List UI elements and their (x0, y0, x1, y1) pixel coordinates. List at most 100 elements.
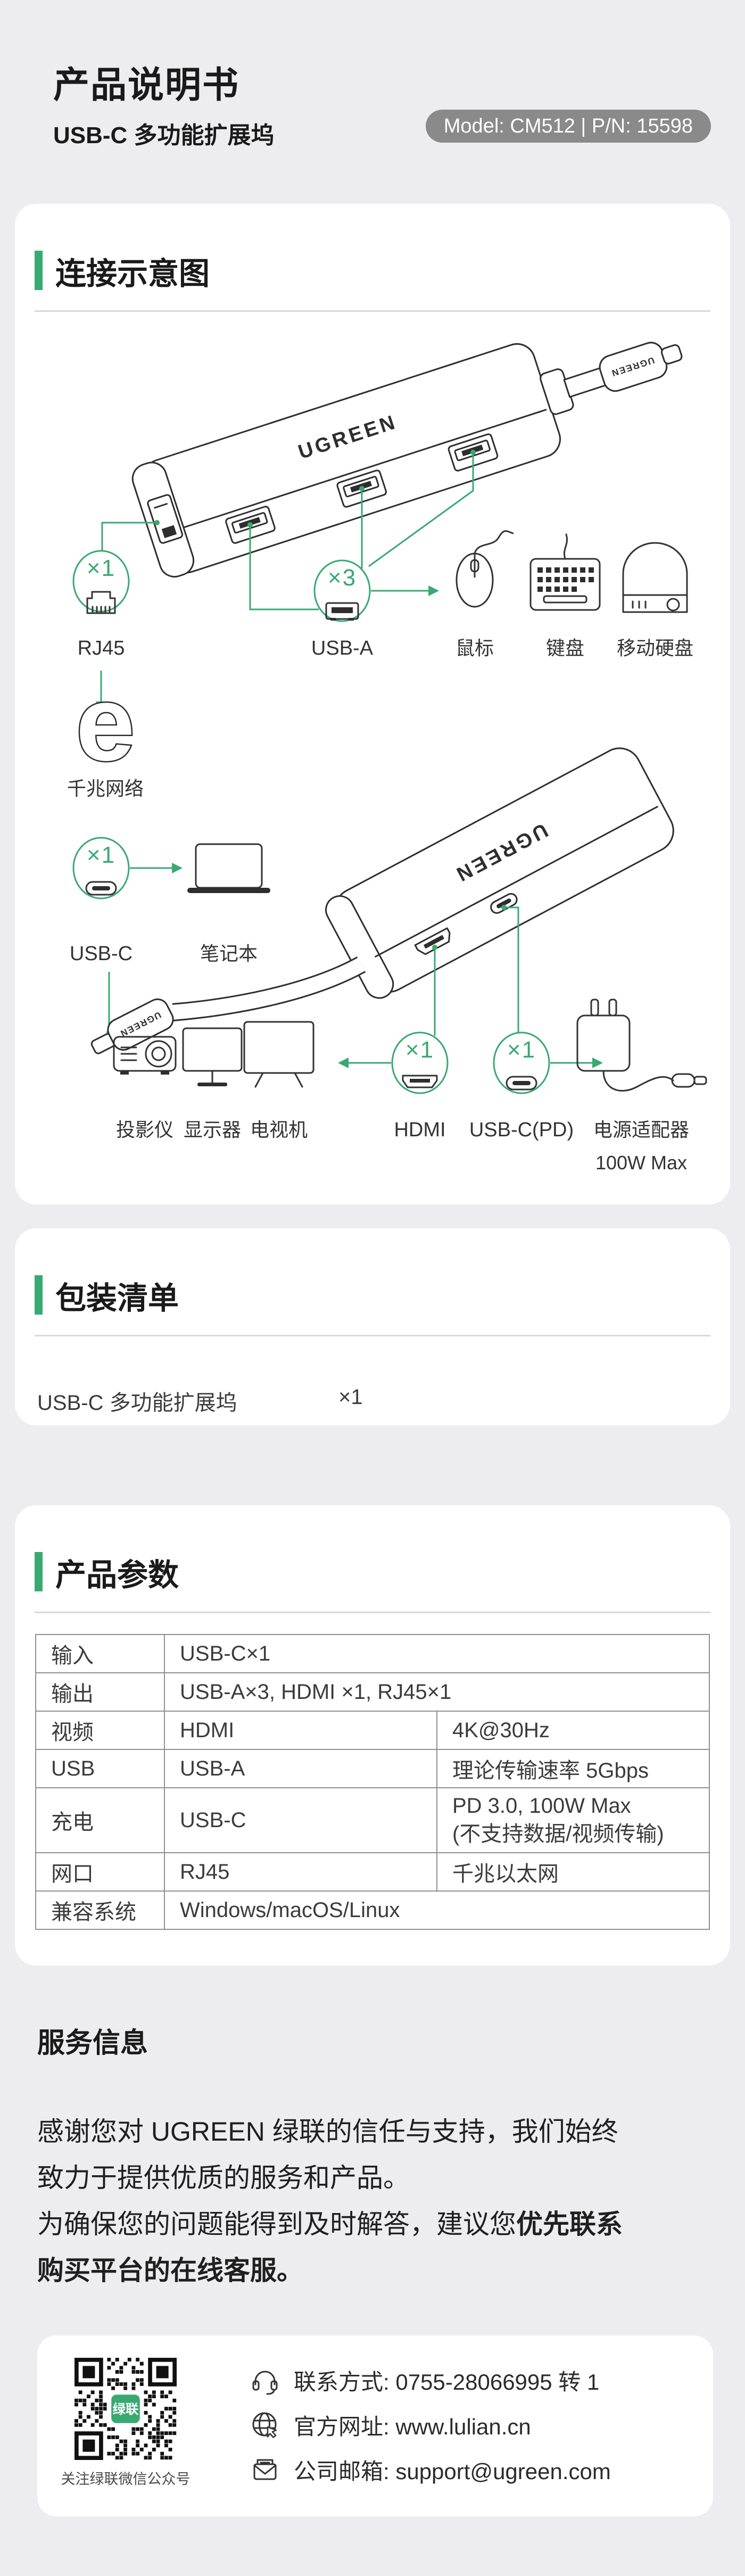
ethernet-icon: e (76, 664, 135, 783)
usb-a-icon (325, 602, 359, 621)
divider (35, 1335, 710, 1336)
monitor-icon (182, 1027, 243, 1086)
hub-device-illustration-2: UGREEN (325, 747, 674, 999)
section-connection-diagram: 连接示意图 UGREEN (15, 204, 730, 1204)
hdd-label: 移动硬盘 (617, 637, 693, 659)
hub-device-illustration: UGREEN (131, 342, 683, 578)
table-row: 视频 HDMI 4K@30Hz (35, 1711, 710, 1750)
spec-value-line2: (不支持数据/视频传输) (452, 1822, 664, 1846)
contact-text: 官方网址: www.lulian.cn (294, 2414, 531, 2439)
spec-port: RJ45 (164, 1852, 437, 1892)
usb-c-plug-2: UGREEN (90, 998, 174, 1054)
hub2-end-cap (325, 895, 394, 999)
spec-table: 输入 USB-C×1 输出 USB-A×3, HDMI ×1, RJ45×1 视… (35, 1634, 710, 1930)
table-row: 输出 USB-A×3, HDMI ×1, RJ45×1 (35, 1672, 710, 1712)
service-paragraph: 感谢您对 UGREEN 绿联的信任与支持，我们始终 致力于提供优质的服务和产品。… (37, 2109, 729, 2294)
usb-c-plug-tip (661, 344, 683, 365)
adapter-label: 电源适配器 (593, 1119, 689, 1141)
spec-label: 视频 (35, 1711, 165, 1750)
rj45-count: ×1 (87, 555, 115, 581)
contact-list: 联系方式: 0755-28066995 转 1 官方网址: www.lulian… (250, 2365, 611, 2499)
hdd-icon (622, 542, 688, 613)
hdmi-label: HDMI (394, 1119, 445, 1141)
spec-port: USB-C (164, 1787, 437, 1853)
usbc-count: ×1 (87, 842, 115, 868)
monitor-label: 显示器 (184, 1119, 241, 1141)
model-badge: Model: CM512 | P/N: 15598 (425, 110, 711, 143)
divider (35, 1612, 710, 1613)
service-line: 致力于提供优质的服务和产品。 (37, 2155, 729, 2201)
spec-port: HDMI (164, 1711, 437, 1750)
power-adapter-icon (576, 998, 707, 1092)
spec-value: Windows/macOS/Linux (164, 1890, 710, 1930)
packing-item: USB-C 多功能扩展坞 (37, 1391, 237, 1415)
keyboard-label: 键盘 (546, 637, 584, 659)
contact-row-phone: 联系方式: 0755-28066995 转 1 (250, 2365, 611, 2395)
ethernet-label: 千兆网络 (67, 778, 144, 799)
tv-label: 电视机 (250, 1119, 308, 1141)
service-text: 为确保您的问题能得到及时解答，建议您 (37, 2209, 516, 2239)
globe-icon (252, 2412, 277, 2438)
usbc-label: USB-C (70, 943, 133, 965)
laptop-label: 笔记本 (200, 943, 258, 964)
qr-modules (74, 2358, 177, 2460)
usb-c-icon (85, 881, 117, 896)
packing-row: USB-C 多功能扩展坞 ×1 (37, 1385, 708, 1416)
spec-port: USB-A (164, 1749, 437, 1788)
spec-label: 输入 (35, 1634, 165, 1673)
projector-label: 投影仪 (116, 1119, 173, 1141)
service-title: 服务信息 (37, 2028, 148, 2059)
section-packing-list: 包装清单 USB-C 多功能扩展坞 ×1 (15, 1228, 730, 1425)
connection-diagram: UGREEN (67, 342, 707, 1174)
pd-label: USB-C(PD) (469, 1119, 574, 1141)
hdmi-icon (402, 1075, 438, 1088)
mouse-icon (456, 530, 514, 608)
spec-label: 网口 (35, 1852, 165, 1892)
contact-row-website: 官方网址: www.lulian.cn (250, 2410, 611, 2440)
mail-icon (253, 2459, 277, 2480)
spec-label: USB (35, 1749, 165, 1788)
hdmi-count: ×1 (405, 1037, 434, 1063)
hdmi-port (414, 927, 451, 955)
section-product-specs: 产品参数 输入 USB-C×1 输出 USB-A×3, HDMI ×1, RJ4… (15, 1505, 730, 1966)
product-subtitle: USB-C 多功能扩展坞 (53, 122, 275, 148)
adapter-arrow-head (592, 1058, 603, 1068)
spec-value: USB-A×3, HDMI ×1, RJ45×1 (164, 1672, 710, 1712)
projector-icon (113, 1036, 177, 1075)
spec-value: 理论传输速率 5Gbps (436, 1749, 710, 1788)
mouse-label: 鼠标 (456, 637, 494, 659)
qr-caption: 关注绿联微信公众号 (61, 2471, 191, 2487)
usba-arrow-head (428, 585, 439, 596)
table-row: 充电 USB-C PD 3.0, 100W Max (不支持数据/视频传输) (35, 1787, 710, 1853)
service-text-bold: 优先联系 (516, 2209, 623, 2239)
tv-icon (243, 1021, 314, 1088)
table-row: 网口 RJ45 千兆以太网 (35, 1852, 710, 1892)
adapter-power-label: 100W Max (595, 1152, 687, 1174)
pd-line (504, 906, 519, 1034)
spec-value: 4K@30Hz (436, 1711, 710, 1750)
usb-c-pd-callout: ×1 USB-C(PD) (469, 1031, 574, 1141)
spec-label: 兼容系统 (35, 1890, 165, 1930)
rj45-icon (86, 591, 116, 614)
qr-wrap: 绿联 (74, 2358, 177, 2460)
laptop-icon (187, 843, 270, 893)
spec-value: PD 3.0, 100W Max (不支持数据/视频传输) (436, 1787, 710, 1853)
keyboard-icon (529, 533, 601, 611)
spec-value-line1: PD 3.0, 100W Max (452, 1794, 631, 1818)
table-row: 输入 USB-C×1 (35, 1634, 710, 1673)
usb-c-pd-port (490, 893, 518, 914)
usb3-line (368, 452, 474, 567)
laptop-arrow-head (172, 863, 183, 873)
contact-text: 公司邮箱: support@ugreen.com (294, 2458, 611, 2484)
contact-card: 绿联 关注绿联微信公众号 联系方式: 0755-28066995 转 1 (37, 2335, 713, 2516)
usb-a-callout: ×3 USB-A (311, 559, 374, 659)
qr-code: 绿联 (74, 2358, 177, 2460)
service-text: 感谢您对 UGREEN 绿联的信任与支持，我们始终 (37, 2117, 618, 2146)
usba-label: USB-A (311, 637, 374, 659)
accent-bar (35, 1275, 43, 1315)
accent-bar (35, 1552, 43, 1591)
spec-value: USB-C×1 (164, 1634, 710, 1673)
service-text: 致力于提供优质的服务和产品。 (37, 2163, 410, 2193)
contact-row-email: 公司邮箱: support@ugreen.com (250, 2455, 611, 2484)
